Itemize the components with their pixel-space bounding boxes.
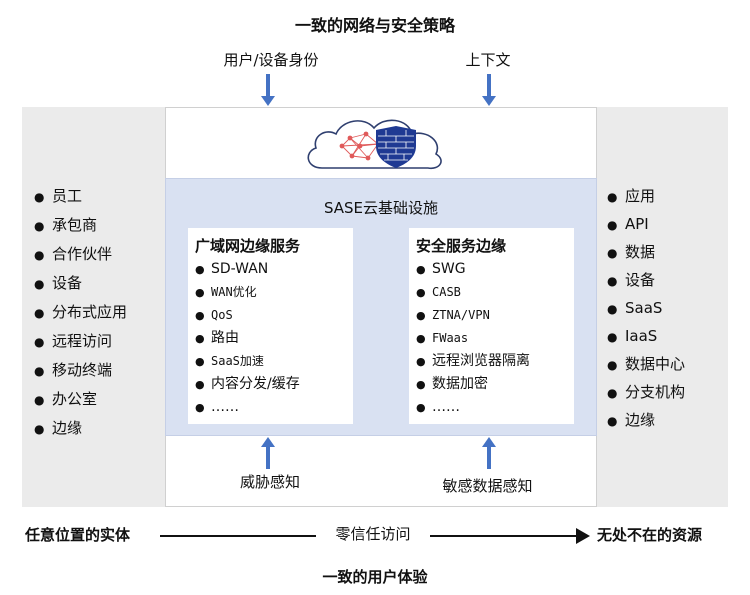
list-item: ●分布式应用 (34, 298, 127, 327)
arrow-right-icon (576, 528, 590, 544)
bullet-icon: ● (607, 414, 618, 428)
list-item: ●API (607, 210, 685, 238)
list-item: ●SWG (416, 258, 530, 281)
bullet-icon: ● (195, 332, 205, 345)
bullet-icon: ● (195, 263, 205, 276)
bullet-icon: ● (195, 355, 205, 368)
bullet-icon: ● (416, 309, 426, 322)
list-item: ●合作伙伴 (34, 240, 127, 269)
bullet-icon: ● (607, 218, 618, 232)
bullet-icon: ● (416, 263, 426, 276)
input-label-context: 上下文 (465, 51, 511, 69)
page-title-top: 一致的网络与安全策略 (294, 16, 455, 35)
bullet-icon: ● (607, 330, 618, 344)
wan-edge-services-title: 广域网边缘服务 (195, 237, 301, 255)
input-label-sensitive-data: 敏感数据感知 (442, 477, 533, 495)
entity-label: 任意位置的实体 (25, 526, 131, 544)
bullet-icon: ● (34, 190, 45, 204)
bullet-icon: ● (416, 332, 426, 345)
bullet-icon: ● (195, 378, 205, 391)
resources-list: ●应用 ●API ●数据 ●设备 ●SaaS ●IaaS ●数据中心 ●分支机构… (607, 182, 685, 434)
list-item: ●设备 (607, 266, 685, 294)
list-item: ●移动终端 (34, 356, 127, 385)
bullet-icon: ● (607, 386, 618, 400)
arrow-up-icon (482, 437, 496, 469)
bullet-icon: ● (34, 422, 45, 436)
list-item: ●设备 (34, 269, 127, 298)
bullet-icon: ● (34, 248, 45, 262)
bullet-icon: ● (34, 306, 45, 320)
input-label-threat: 威胁感知 (239, 473, 300, 491)
arrow-down-icon (482, 74, 496, 106)
wan-edge-services-list: ●SD-WAN ●WAN优化 ●QoS ●路由 ●SaaS加速 ●内容分发/缓存… (195, 258, 300, 419)
bullet-icon: ● (34, 277, 45, 291)
list-item: ●ZTNA/VPN (416, 304, 530, 327)
sase-infrastructure-title: SASE云基础设施 (323, 199, 439, 217)
list-item: ●CASB (416, 281, 530, 304)
list-item: ●远程访问 (34, 327, 127, 356)
list-item: ●SaaS加速 (195, 350, 300, 373)
bullet-icon: ● (34, 219, 45, 233)
list-item: ●承包商 (34, 211, 127, 240)
security-service-edge-title: 安全服务边缘 (416, 237, 507, 255)
bullet-icon: ● (607, 302, 618, 316)
bullet-icon: ● (607, 274, 618, 288)
bullet-icon: ● (34, 335, 45, 349)
entities-list: ●员工 ●承包商 ●合作伙伴 ●设备 ●分布式应用 ●远程访问 ●移动终端 ●办… (34, 182, 127, 443)
list-item: ●SD-WAN (195, 258, 300, 281)
bullet-icon: ● (607, 358, 618, 372)
arrow-down-icon (261, 74, 275, 106)
security-service-edge-list: ●SWG ●CASB ●ZTNA/VPN ●FWaas ●远程浏览器隔离 ●数据… (416, 258, 530, 419)
list-item: ●QoS (195, 304, 300, 327)
list-item: ●应用 (607, 182, 685, 210)
list-item: ●WAN优化 (195, 281, 300, 304)
cloud-icon (307, 119, 442, 170)
shield-icon (376, 126, 416, 168)
bullet-icon: ● (416, 286, 426, 299)
page-title-bottom: 一致的用户体验 (322, 568, 428, 586)
zero-trust-line (160, 535, 316, 537)
bullet-icon: ● (195, 286, 205, 299)
list-item: ●路由 (195, 327, 300, 350)
bullet-icon: ● (607, 246, 618, 260)
wan-edge-services-box: 广域网边缘服务 ●SD-WAN ●WAN优化 ●QoS ●路由 ●SaaS加速 … (188, 228, 353, 424)
list-item: ●数据中心 (607, 350, 685, 378)
arrow-up-icon (261, 437, 275, 469)
list-item: ●分支机构 (607, 378, 685, 406)
resources-panel: ●应用 ●API ●数据 ●设备 ●SaaS ●IaaS ●数据中心 ●分支机构… (597, 107, 728, 507)
resource-label: 无处不在的资源 (597, 526, 703, 544)
bullet-icon: ● (416, 355, 426, 368)
bullet-icon: ● (607, 190, 618, 204)
list-item: ●FWaas (416, 327, 530, 350)
security-service-edge-box: 安全服务边缘 ●SWG ●CASB ●ZTNA/VPN ●FWaas ●远程浏览… (409, 228, 574, 424)
input-label-identity: 用户/设备身份 (223, 51, 319, 69)
list-item: ●SaaS (607, 294, 685, 322)
bullet-icon: ● (34, 393, 45, 407)
entities-panel: ●员工 ●承包商 ●合作伙伴 ●设备 ●分布式应用 ●远程访问 ●移动终端 ●办… (22, 107, 165, 507)
bullet-icon: ● (195, 309, 205, 322)
list-item: ●数据 (607, 238, 685, 266)
list-item: ●远程浏览器隔离 (416, 350, 530, 373)
list-item: ●边缘 (34, 414, 127, 443)
list-item: ●员工 (34, 182, 127, 211)
list-item: ●边缘 (607, 406, 685, 434)
bullet-icon: ● (416, 378, 426, 391)
list-item: ●…… (195, 396, 300, 419)
network-nodes (339, 131, 381, 161)
bullet-icon: ● (416, 401, 426, 414)
bullet-icon: ● (195, 401, 205, 414)
list-item: ●办公室 (34, 385, 127, 414)
bullet-icon: ● (34, 364, 45, 378)
list-item: ●…… (416, 396, 530, 419)
zero-trust-line (430, 535, 578, 537)
list-item: ●内容分发/缓存 (195, 373, 300, 396)
list-item: ●数据加密 (416, 373, 530, 396)
list-item: ●IaaS (607, 322, 685, 350)
zero-trust-label: 零信任访问 (335, 525, 411, 543)
